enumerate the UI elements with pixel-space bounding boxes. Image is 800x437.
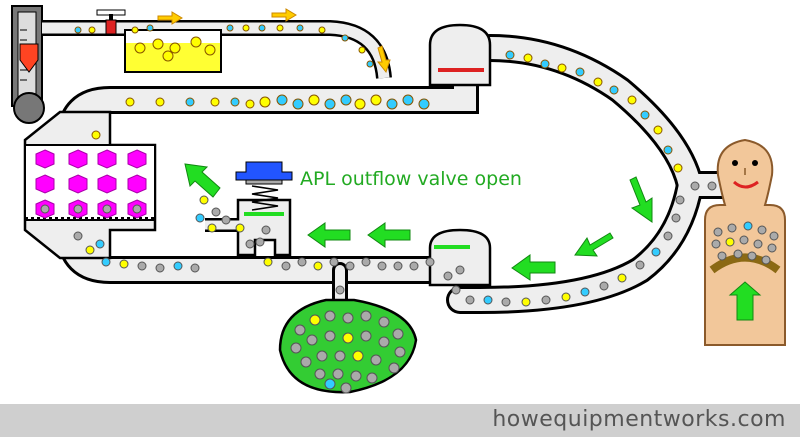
gas-bubbles-expiratory bbox=[443, 181, 717, 307]
apl-valve-cap bbox=[235, 161, 293, 181]
flowmeter bbox=[11, 5, 45, 124]
expiratory-valve bbox=[428, 228, 492, 287]
spring-icon bbox=[251, 185, 279, 211]
fresh-gas-arrows bbox=[157, 8, 391, 74]
gas-bubbles-return bbox=[73, 195, 435, 273]
fresh-gas-valve bbox=[96, 9, 126, 35]
flow-arrows bbox=[184, 163, 653, 281]
footer-bar: howequipmentworks.com bbox=[0, 404, 800, 437]
inspiratory-valve-disc bbox=[438, 68, 484, 72]
gas-bubbles-lungs bbox=[711, 221, 779, 265]
gas-bubbles-to-patient bbox=[505, 50, 683, 173]
gas-bubbles-bag bbox=[290, 285, 406, 394]
gas-bubbles-inspiratory bbox=[91, 94, 430, 140]
flowmeter-float-icon bbox=[19, 43, 39, 73]
expiratory-valve-disc bbox=[434, 245, 470, 249]
inspiratory-valve bbox=[428, 23, 492, 87]
apl-valve-disc bbox=[244, 212, 284, 216]
apl-valve-status-label: APL outflow valve open bbox=[300, 168, 522, 190]
site-credit: howequipmentworks.com bbox=[492, 407, 786, 432]
gas-bubbles-top bbox=[74, 24, 374, 68]
inhale-arrow-icon bbox=[728, 281, 762, 321]
